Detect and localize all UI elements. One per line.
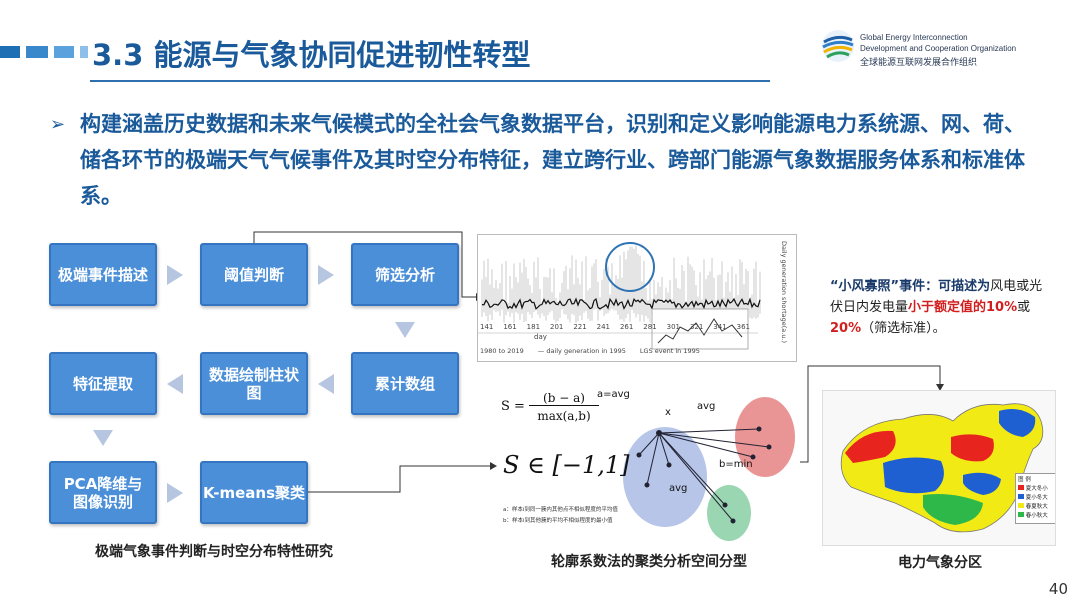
series-line	[481, 297, 761, 311]
x-tick-label: 321	[689, 323, 704, 331]
map-legend-item: 夏大冬小	[1018, 485, 1055, 494]
cluster-label: b=min	[719, 459, 753, 470]
x-tick-label: 181	[526, 323, 541, 331]
cluster-diagram: S = (b − a) max(a,b) S ∈ [−1,1] a=avg x …	[497, 385, 798, 545]
x-tick-label: 141	[480, 323, 494, 331]
map-legend-title: 图 例	[1018, 477, 1031, 483]
header-accent-bar	[54, 46, 74, 58]
organization-logo	[820, 28, 856, 64]
map-legend-item: 夏小冬大	[1018, 494, 1055, 503]
flow-box-threshold: 阈值判断	[200, 243, 308, 306]
flow-box-feature-extraction: 特征提取	[49, 352, 157, 415]
chart-x-ticks: 141 161 181 201 221 241 261 281 301 321 …	[480, 323, 750, 331]
flow-arrow-right	[167, 265, 183, 285]
logo-chinese-name: 全球能源互联网发展合作组织	[860, 58, 978, 68]
cluster-label: avg	[669, 483, 688, 494]
page-number: 40	[1048, 580, 1068, 598]
flow-box-kmeans: K-means聚类	[200, 461, 308, 524]
map-legend-item: 春小秋大	[1018, 512, 1055, 521]
flow-arrow-left	[167, 374, 183, 394]
flow-box-cumulative-array: 累计数组	[351, 352, 459, 415]
x-tick-label: 221	[573, 323, 587, 331]
flow-arrow-down	[395, 322, 415, 338]
x-tick-label: 261	[619, 323, 634, 331]
cluster-blue	[623, 427, 707, 527]
chart-legend: 1980 to 2019 — daily generation in 1995 …	[480, 347, 780, 355]
highlight-circle	[605, 242, 655, 292]
flow-caption: 极端气象事件判断与时空分布特性研究	[95, 544, 333, 560]
header-accent-bar	[0, 46, 20, 58]
cluster-label: x	[665, 407, 671, 418]
cluster-caption: 轮廓系数法的聚类分析空间分型	[551, 554, 747, 570]
generation-chart: 141 161 181 201 221 241 261 281 301 321 …	[477, 234, 797, 362]
formula-s-range: S ∈ [−1,1]	[503, 451, 630, 479]
map-legend-item: 春夏秋大	[1018, 503, 1055, 512]
title-underline	[90, 80, 770, 82]
cluster-label: avg	[697, 401, 716, 412]
flow-arrow-right	[167, 483, 183, 503]
cluster-green	[707, 485, 751, 541]
legend-item: LGS event in 1995	[639, 347, 700, 355]
map-caption: 电力气象分区	[898, 555, 982, 571]
x-tick-label: 301	[666, 323, 680, 331]
flow-box-pca: PCA降维与图像识别	[49, 461, 157, 524]
chart-right-axis-label: Daily generation shortage(a.u.)	[780, 241, 788, 344]
cluster-label: a=avg	[597, 389, 630, 400]
flow-arrow-right	[318, 265, 334, 285]
cluster-svg	[623, 397, 795, 541]
legend-item: — daily generation in 1995	[537, 347, 626, 355]
x-tick-label: 341	[713, 323, 727, 331]
map-legend: 图 例 夏大冬小 夏小冬大 春夏秋大 春小秋大	[1015, 473, 1055, 524]
flow-box-event-description: 极端事件描述	[49, 243, 157, 306]
header-accent-bar	[26, 46, 48, 58]
x-tick-label: 201	[549, 323, 564, 331]
legend-item: 1980 to 2019	[480, 347, 524, 355]
note-a: a：样本i到同一簇内其他点不相似程度的平均值	[503, 507, 618, 513]
low-wind-annotation: “小风寡照”事件：可描述为风电或光伏日内发电量小于额定值的10%或20%（筛选标…	[830, 279, 1043, 336]
map-svg	[840, 403, 1044, 533]
cluster-red	[735, 397, 795, 477]
x-tick-label: 241	[596, 323, 611, 331]
x-tick-label: 361	[736, 323, 750, 331]
bullet-text: 构建涵盖历史数据和未来气候模式的全社会气象数据平台，识别和定义影响能源电力系统源…	[80, 112, 1025, 208]
flow-arrow-left	[318, 374, 334, 394]
formula-s-numerator: (b − a)	[529, 391, 599, 406]
header-accent-bar	[80, 46, 88, 58]
flow-arrow-down	[93, 430, 113, 446]
flow-box-screening: 筛选分析	[351, 243, 459, 306]
x-tick-label: 161	[503, 323, 517, 331]
flow-box-histogram: 数据绘制柱状图	[200, 352, 308, 415]
logo-english-name: Global Energy Interconnection Developmen…	[860, 33, 1017, 53]
china-power-zoning-map: 图 例 夏大冬小 夏小冬大 春夏秋大 春小秋大	[822, 390, 1056, 546]
chart-x-label: day	[534, 333, 547, 341]
inset-series	[657, 318, 743, 344]
x-tick-label: 281	[643, 323, 657, 331]
note-b: b：样本i到其他簇的平均不相似程度的最小值	[503, 518, 613, 524]
slide-title: 3.3 能源与气象协同促进韧性转型	[92, 38, 531, 72]
formula-s-lhs: S =	[501, 399, 525, 414]
generation-chart-svg	[478, 242, 761, 350]
cluster-notes: a：样本i到同一簇内其他点不相似程度的平均值 b：样本i到其他簇的平均不相似程度…	[503, 505, 693, 527]
formula-s-denominator: max(a,b)	[537, 409, 591, 423]
bullet-arrow-icon: ➢	[50, 114, 66, 135]
